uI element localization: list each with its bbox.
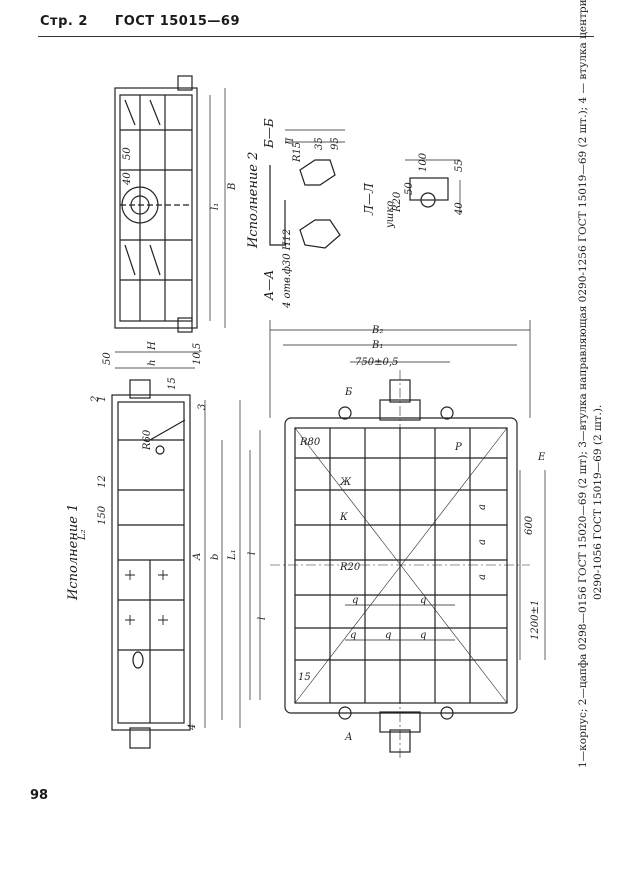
variant1-view — [111, 351, 241, 749]
caption-line-2: 0290-1056 ГОСТ 15019—69 (2 шт.). — [592, 404, 604, 600]
section-aa-title: А—А — [262, 269, 276, 300]
dim-40-ushko: 40 — [454, 202, 465, 216]
dim-h-upper: H — [147, 341, 158, 351]
mark-b-main: Б — [344, 387, 353, 398]
dim-l1-side: L₁ — [227, 549, 238, 561]
mark-e: Е — [537, 452, 546, 463]
dim-10-5: 10,5 — [192, 343, 203, 365]
dim-lq-2: q — [420, 595, 426, 606]
dim-40-top: 40 — [122, 172, 133, 186]
mark-a-main: А — [344, 732, 353, 743]
dim-b1-label: B₁ — [371, 340, 383, 351]
dim-35-sec: 35 — [314, 137, 325, 150]
dim-lq-1: q — [352, 595, 358, 606]
callout-2: 2 — [90, 396, 101, 403]
dim-r80: R80 — [299, 437, 321, 448]
main-plan-view — [249, 320, 546, 760]
standard-number: ГОСТ 15015—69 — [114, 14, 241, 29]
callout-1: 1 — [97, 396, 108, 402]
mark-zh: Ж — [339, 477, 352, 488]
header-rule — [38, 36, 594, 37]
dim-50-side: 50 — [102, 352, 113, 365]
dim-15-side: 15 — [167, 377, 178, 390]
dim-r20-ushko: R20 — [392, 191, 403, 213]
section-bb-title: Б—Б — [262, 118, 276, 148]
callout-3: 3 — [197, 404, 208, 410]
dim-50-top: 50 — [122, 147, 133, 160]
dim-15-main: 15 — [298, 672, 311, 683]
mark-l-sec: Л — [285, 137, 296, 147]
dimension-labels: B l₁ 50 40 H h 50 10,5 15 12 150 L₁ b A … — [77, 137, 546, 743]
dim-a-1: a — [477, 504, 488, 510]
dim-100: 100 — [418, 152, 429, 172]
page-header: Стр. 2 ГОСТ 15015—69 — [40, 14, 240, 29]
variant1-title: Исполнение 1 — [66, 503, 81, 600]
mark-p: Р — [454, 442, 462, 453]
dim-600-label: 600 — [524, 515, 535, 535]
callout-4: 4 — [187, 724, 198, 731]
dim-l2-label: L₂ — [77, 529, 88, 541]
holes-note: 4 отв.ф30 Н12 — [282, 228, 293, 308]
dim-95: 95 — [330, 137, 341, 150]
dim-a-2: a — [477, 539, 488, 545]
top-side-view — [114, 75, 226, 333]
dim-b2-label: B₂ — [371, 325, 383, 336]
ushko-label: ушко — [385, 200, 396, 228]
page-label: Стр. 2 — [40, 14, 88, 29]
dim-b-side: b — [210, 554, 221, 560]
dim-q-2: q — [385, 630, 391, 641]
dim-a-3: a — [477, 574, 488, 580]
dim-r15: R15 — [292, 142, 303, 163]
dim-1200-label: 1200±1 — [530, 600, 541, 640]
dim-r60: R60 — [142, 429, 153, 451]
dim-q-3: q — [420, 630, 426, 641]
dim-l1-top-label: l₁ — [210, 203, 221, 210]
section-ll-title: Л—Л — [362, 182, 376, 215]
mark-k: К — [339, 512, 348, 523]
dim-750-label: 750±0,5 — [355, 357, 398, 368]
dim-150: 150 — [97, 505, 108, 525]
dim-q-1: q — [350, 630, 356, 641]
dim-a-side: A — [192, 553, 203, 561]
dim-b-label: B — [227, 183, 238, 191]
caption-line-1: 1—корпус; 2—цапфа 0298—0156 ГОСТ 15020—6… — [577, 0, 589, 768]
dim-55: 55 — [454, 159, 465, 172]
dim-50-ushko: 50 — [404, 182, 415, 195]
dim-l-main: l — [247, 552, 258, 555]
page-number: 98 — [30, 788, 49, 803]
dim-r20: R20 — [339, 562, 361, 573]
section-views — [269, 129, 461, 249]
dim-12: 12 — [97, 475, 108, 488]
variant2-title: Исполнение 2 — [246, 151, 261, 248]
dim-h-lower: h — [147, 360, 158, 366]
dim-l-main-2: l — [257, 617, 268, 620]
